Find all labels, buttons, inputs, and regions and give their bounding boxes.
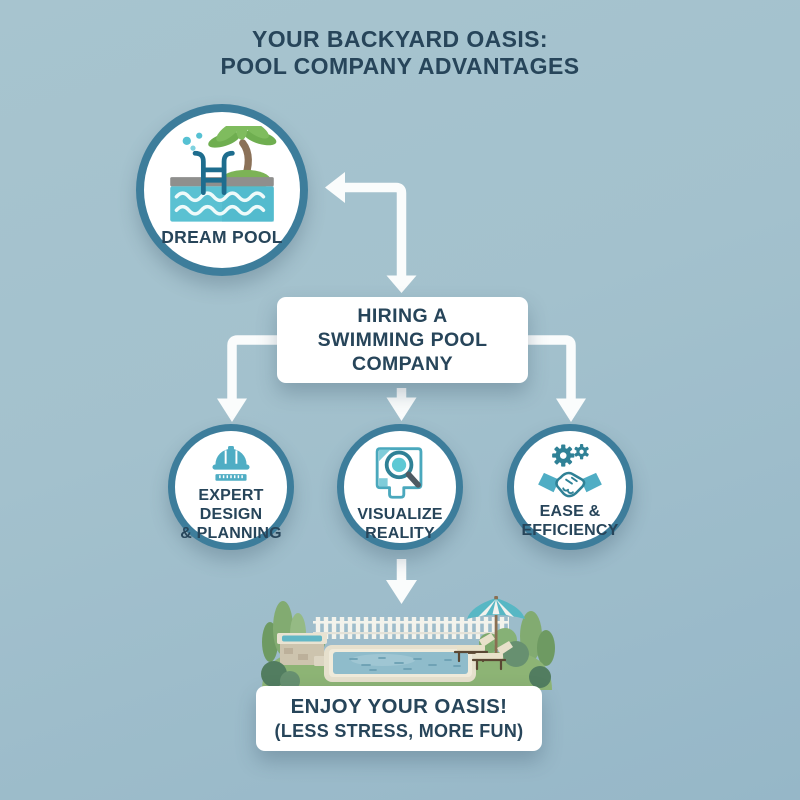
lounge-chairs-icon bbox=[453, 633, 513, 671]
benefit-node-expert-design: EXPERT DESIGN & PLANNING bbox=[168, 424, 294, 550]
page-title: YOUR BACKYARD OASIS: POOL COMPANY ADVANT… bbox=[0, 26, 800, 80]
outcome-line2: (LESS STRESS, MORE FUN) bbox=[274, 721, 524, 741]
arrow-elbow-right bbox=[528, 335, 576, 399]
arrow-elbow-left bbox=[227, 335, 277, 399]
outcome-line1: ENJOY YOUR OASIS! bbox=[290, 695, 508, 718]
outcome-node: ENJOY YOUR OASIS! (LESS STRESS, MORE FUN… bbox=[256, 686, 542, 751]
arrowhead-down-right-icon bbox=[556, 398, 586, 422]
hot-tub-icon bbox=[277, 633, 332, 666]
central-line3: COMPANY bbox=[351, 353, 454, 375]
benefit-node-ease-efficiency: EASE & EFFICIENCY bbox=[507, 424, 633, 550]
handshake-gears-icon bbox=[538, 443, 602, 498]
dream-pool-node: DREAM POOL bbox=[136, 104, 308, 276]
dream-pool-label: DREAM POOL bbox=[161, 227, 283, 247]
backyard-illustration bbox=[261, 596, 555, 691]
benefit-label: EASE & EFFICIENCY bbox=[521, 503, 619, 539]
swimming-pool-icon bbox=[329, 649, 472, 677]
central-line2: SWIMMING POOL bbox=[317, 329, 488, 351]
page-title-line2: POOL COMPANY ADVANTAGES bbox=[220, 53, 580, 79]
hard-hat-ruler-icon bbox=[212, 445, 250, 481]
benefit-label: EXPERT DESIGN & PLANNING bbox=[180, 487, 282, 542]
arrowhead-down-left-icon bbox=[217, 398, 247, 422]
benefit-label: VISUALIZE REALITY bbox=[357, 506, 443, 542]
benefit-node-visualize-reality: VISUALIZE REALITY bbox=[337, 424, 463, 550]
arrow-elbow-top bbox=[341, 182, 407, 277]
pool-palm-island-icon bbox=[170, 126, 277, 222]
patio-umbrella-icon bbox=[467, 596, 525, 655]
arrowhead-down-mid-icon bbox=[386, 397, 417, 421]
blueprint-magnifier-icon bbox=[375, 447, 423, 499]
picket-fence-icon bbox=[313, 617, 509, 639]
arrowhead-left-icon bbox=[325, 172, 345, 203]
central-line1: HIRING A bbox=[357, 305, 448, 327]
central-node: HIRING A SWIMMING POOL COMPANY bbox=[277, 297, 528, 383]
page-title-line1: YOUR BACKYARD OASIS: bbox=[252, 26, 548, 52]
arrowhead-down-to-box-icon bbox=[386, 275, 417, 293]
